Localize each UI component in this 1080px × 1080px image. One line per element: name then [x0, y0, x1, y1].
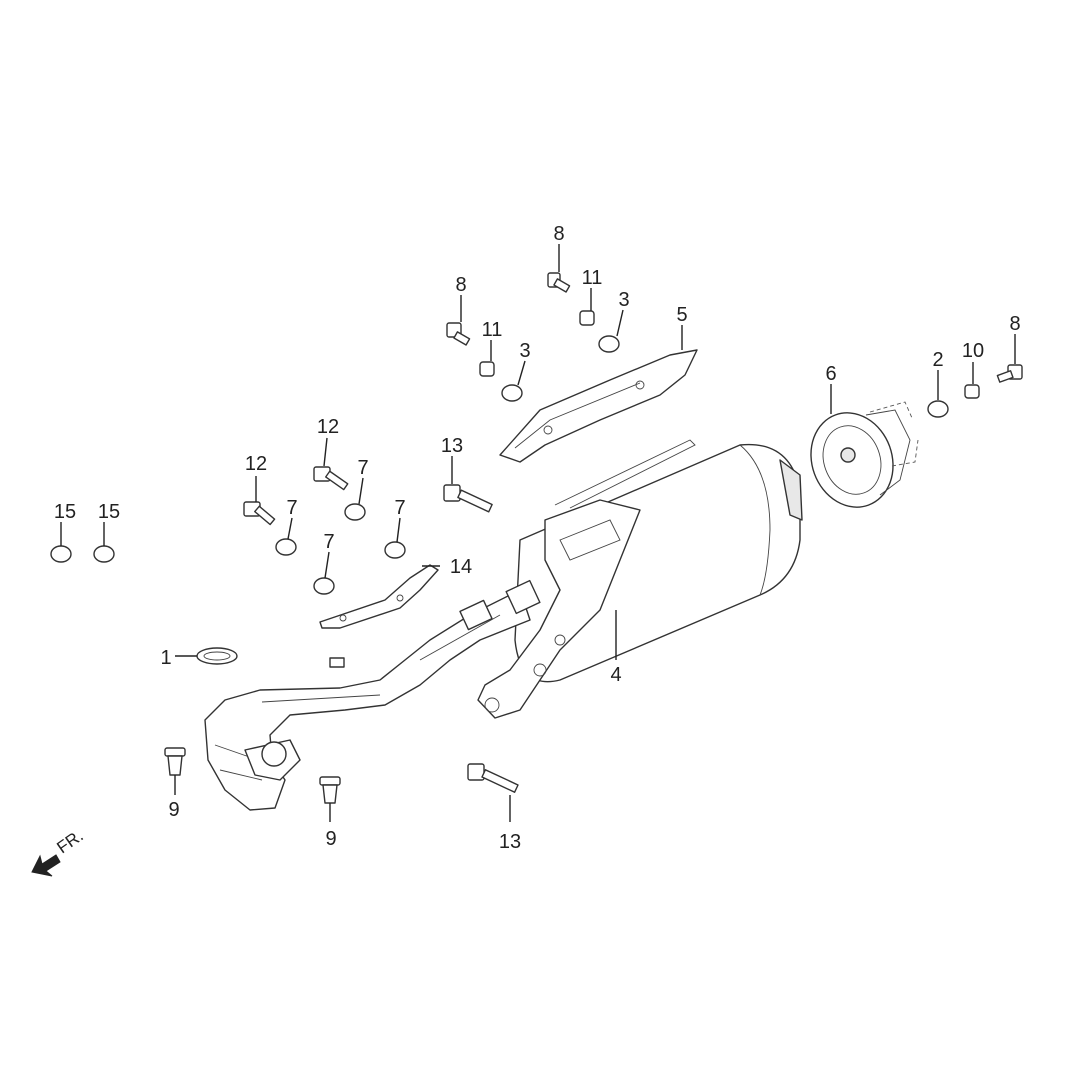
grommet-3-upper	[598, 335, 620, 353]
callout-8-upper: 8	[553, 223, 564, 245]
spacer-11-upper	[579, 310, 595, 326]
callout-11-lower: 11	[482, 319, 503, 341]
front-direction-indicator: FR.	[31, 826, 87, 877]
callout-8-right: 8	[1009, 313, 1020, 335]
spacer-11-lower	[479, 361, 495, 377]
callouts: 1 2 3 3 4 5 6 7 7 7 7 8 8 8 9 9 10 11 11…	[54, 223, 1021, 853]
callout-7-c: 7	[394, 497, 405, 519]
callout-1: 1	[160, 647, 171, 669]
callout-15-a: 15	[54, 501, 76, 523]
callout-9-right: 9	[325, 828, 336, 850]
callout-6: 6	[825, 363, 836, 385]
arrow-down-left-icon	[31, 854, 61, 877]
end-cap	[810, 401, 919, 508]
callout-4: 4	[610, 664, 621, 686]
gasket-inner	[203, 651, 231, 661]
shield-bracket	[319, 564, 439, 629]
callout-9-left: 9	[168, 799, 179, 821]
callout-8-left: 8	[455, 274, 466, 296]
heat-shield	[499, 349, 698, 463]
bolt-8-right	[996, 364, 1023, 383]
gasket	[196, 647, 238, 665]
exhaust-pipe	[204, 579, 541, 811]
callout-3-upper: 3	[618, 289, 629, 311]
callout-7-d: 7	[323, 531, 334, 553]
grommet-3-lower	[501, 384, 523, 402]
washer-7-c	[384, 541, 406, 559]
callout-11-upper: 11	[582, 267, 603, 289]
clip-9-right	[319, 776, 341, 804]
callout-12-right: 12	[317, 416, 339, 438]
bolt-12-right	[313, 466, 349, 491]
washer-7-b	[275, 538, 297, 556]
grommet-2	[927, 400, 949, 418]
callout-3-lower: 3	[519, 340, 530, 362]
bolt-8-upper	[547, 272, 571, 293]
bolt-13-upper	[443, 484, 493, 513]
callout-10: 10	[962, 340, 984, 362]
washer-7-d	[313, 577, 335, 595]
washer-15-a	[50, 545, 72, 563]
fr-label: FR.	[53, 826, 86, 857]
bolt-8-left	[446, 322, 471, 346]
callout-7-a: 7	[357, 457, 368, 479]
washer-15-b	[93, 545, 115, 563]
callout-5: 5	[676, 304, 687, 326]
bolt-12-left	[243, 501, 276, 526]
callout-14: 14	[450, 556, 472, 578]
spacer-10	[964, 384, 980, 399]
washer-7-a	[344, 503, 366, 521]
callout-13-lower: 13	[499, 831, 521, 853]
bolt-13-lower	[467, 763, 519, 793]
clip-9-left	[164, 747, 186, 776]
callout-12-left: 12	[245, 453, 267, 475]
leader-lines	[60, 244, 1016, 822]
mounting-bracket	[477, 499, 641, 719]
callout-7-b: 7	[286, 497, 297, 519]
callout-13-upper: 13	[441, 435, 463, 457]
callout-15-b: 15	[98, 501, 120, 523]
callout-2: 2	[932, 349, 943, 371]
